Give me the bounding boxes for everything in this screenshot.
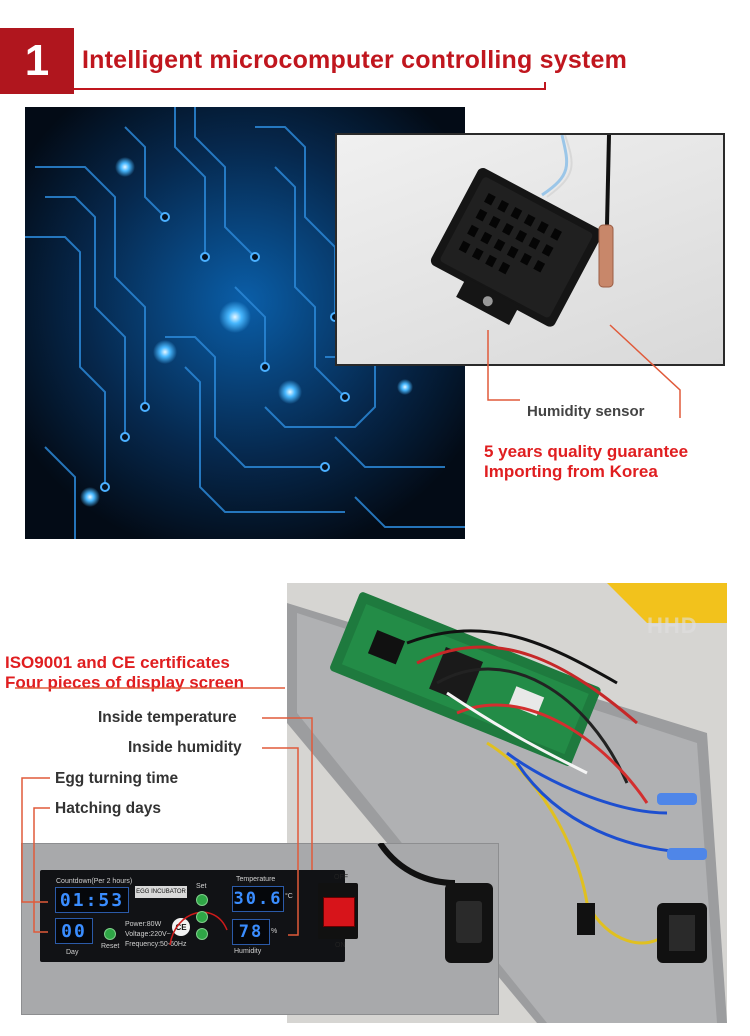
set-label: Set xyxy=(196,883,207,890)
humidity-display: 78 xyxy=(232,919,270,945)
section-number-badge: 1 xyxy=(0,28,74,94)
guarantee-text: 5 years quality guarantee xyxy=(484,442,689,461)
set-button[interactable] xyxy=(196,894,208,906)
down-button[interactable] xyxy=(196,928,208,940)
up-button[interactable] xyxy=(196,911,208,923)
temperature-unit: °C xyxy=(285,893,293,900)
origin-text: Importing from Korea xyxy=(484,462,658,481)
display-panel xyxy=(40,870,345,962)
humidity-sensor-photo xyxy=(335,133,725,366)
circuit-background-image xyxy=(25,107,465,539)
inside-temperature-label: Inside temperature xyxy=(98,709,237,726)
temperature-label: Temperature xyxy=(236,876,276,883)
countdown-label: Countdown(Per 2 hours) xyxy=(56,878,133,885)
humidity-unit: % xyxy=(271,928,278,935)
egg-turning-label: Egg turning time xyxy=(55,770,179,787)
watermark-logo: HHD xyxy=(647,613,698,638)
ce-mark: CE xyxy=(172,918,190,936)
power-switch[interactable] xyxy=(323,897,355,927)
spec-power: Power:80W xyxy=(125,921,162,928)
brand-label: EGG INCUBATOR xyxy=(135,886,187,898)
power-cord-graphic xyxy=(377,843,493,963)
humidity-sensor-label: Humidity sensor xyxy=(527,403,645,420)
reset-button[interactable] xyxy=(104,928,116,940)
inside-humidity-label: Inside humidity xyxy=(128,739,242,756)
switch-on-label: ON xyxy=(335,942,346,949)
control-arc xyxy=(169,911,228,946)
section-number: 1 xyxy=(24,36,50,85)
temperature-display: 30.6 xyxy=(232,886,284,912)
spec-voltage: Voltage:220V~ xyxy=(125,931,171,938)
countdown-display: 01:53 xyxy=(55,887,129,913)
title-underline-tick xyxy=(544,82,546,90)
humidity-label: Humidity xyxy=(234,948,262,955)
day-display: 00 xyxy=(55,918,93,944)
section-title: Intelligent microcomputer controlling sy… xyxy=(82,46,627,74)
title-underline xyxy=(74,88,544,90)
day-label: Day xyxy=(66,949,79,956)
spec-frequency: Frequency:50-60Hz xyxy=(125,941,187,948)
switch-off-label: OFF xyxy=(334,874,348,881)
hatching-days-label: Hatching days xyxy=(55,800,161,817)
reset-label: Reset xyxy=(101,943,120,950)
certificates-text: ISO9001 and CE certificates xyxy=(5,653,230,672)
sensor-illustration xyxy=(430,135,614,327)
